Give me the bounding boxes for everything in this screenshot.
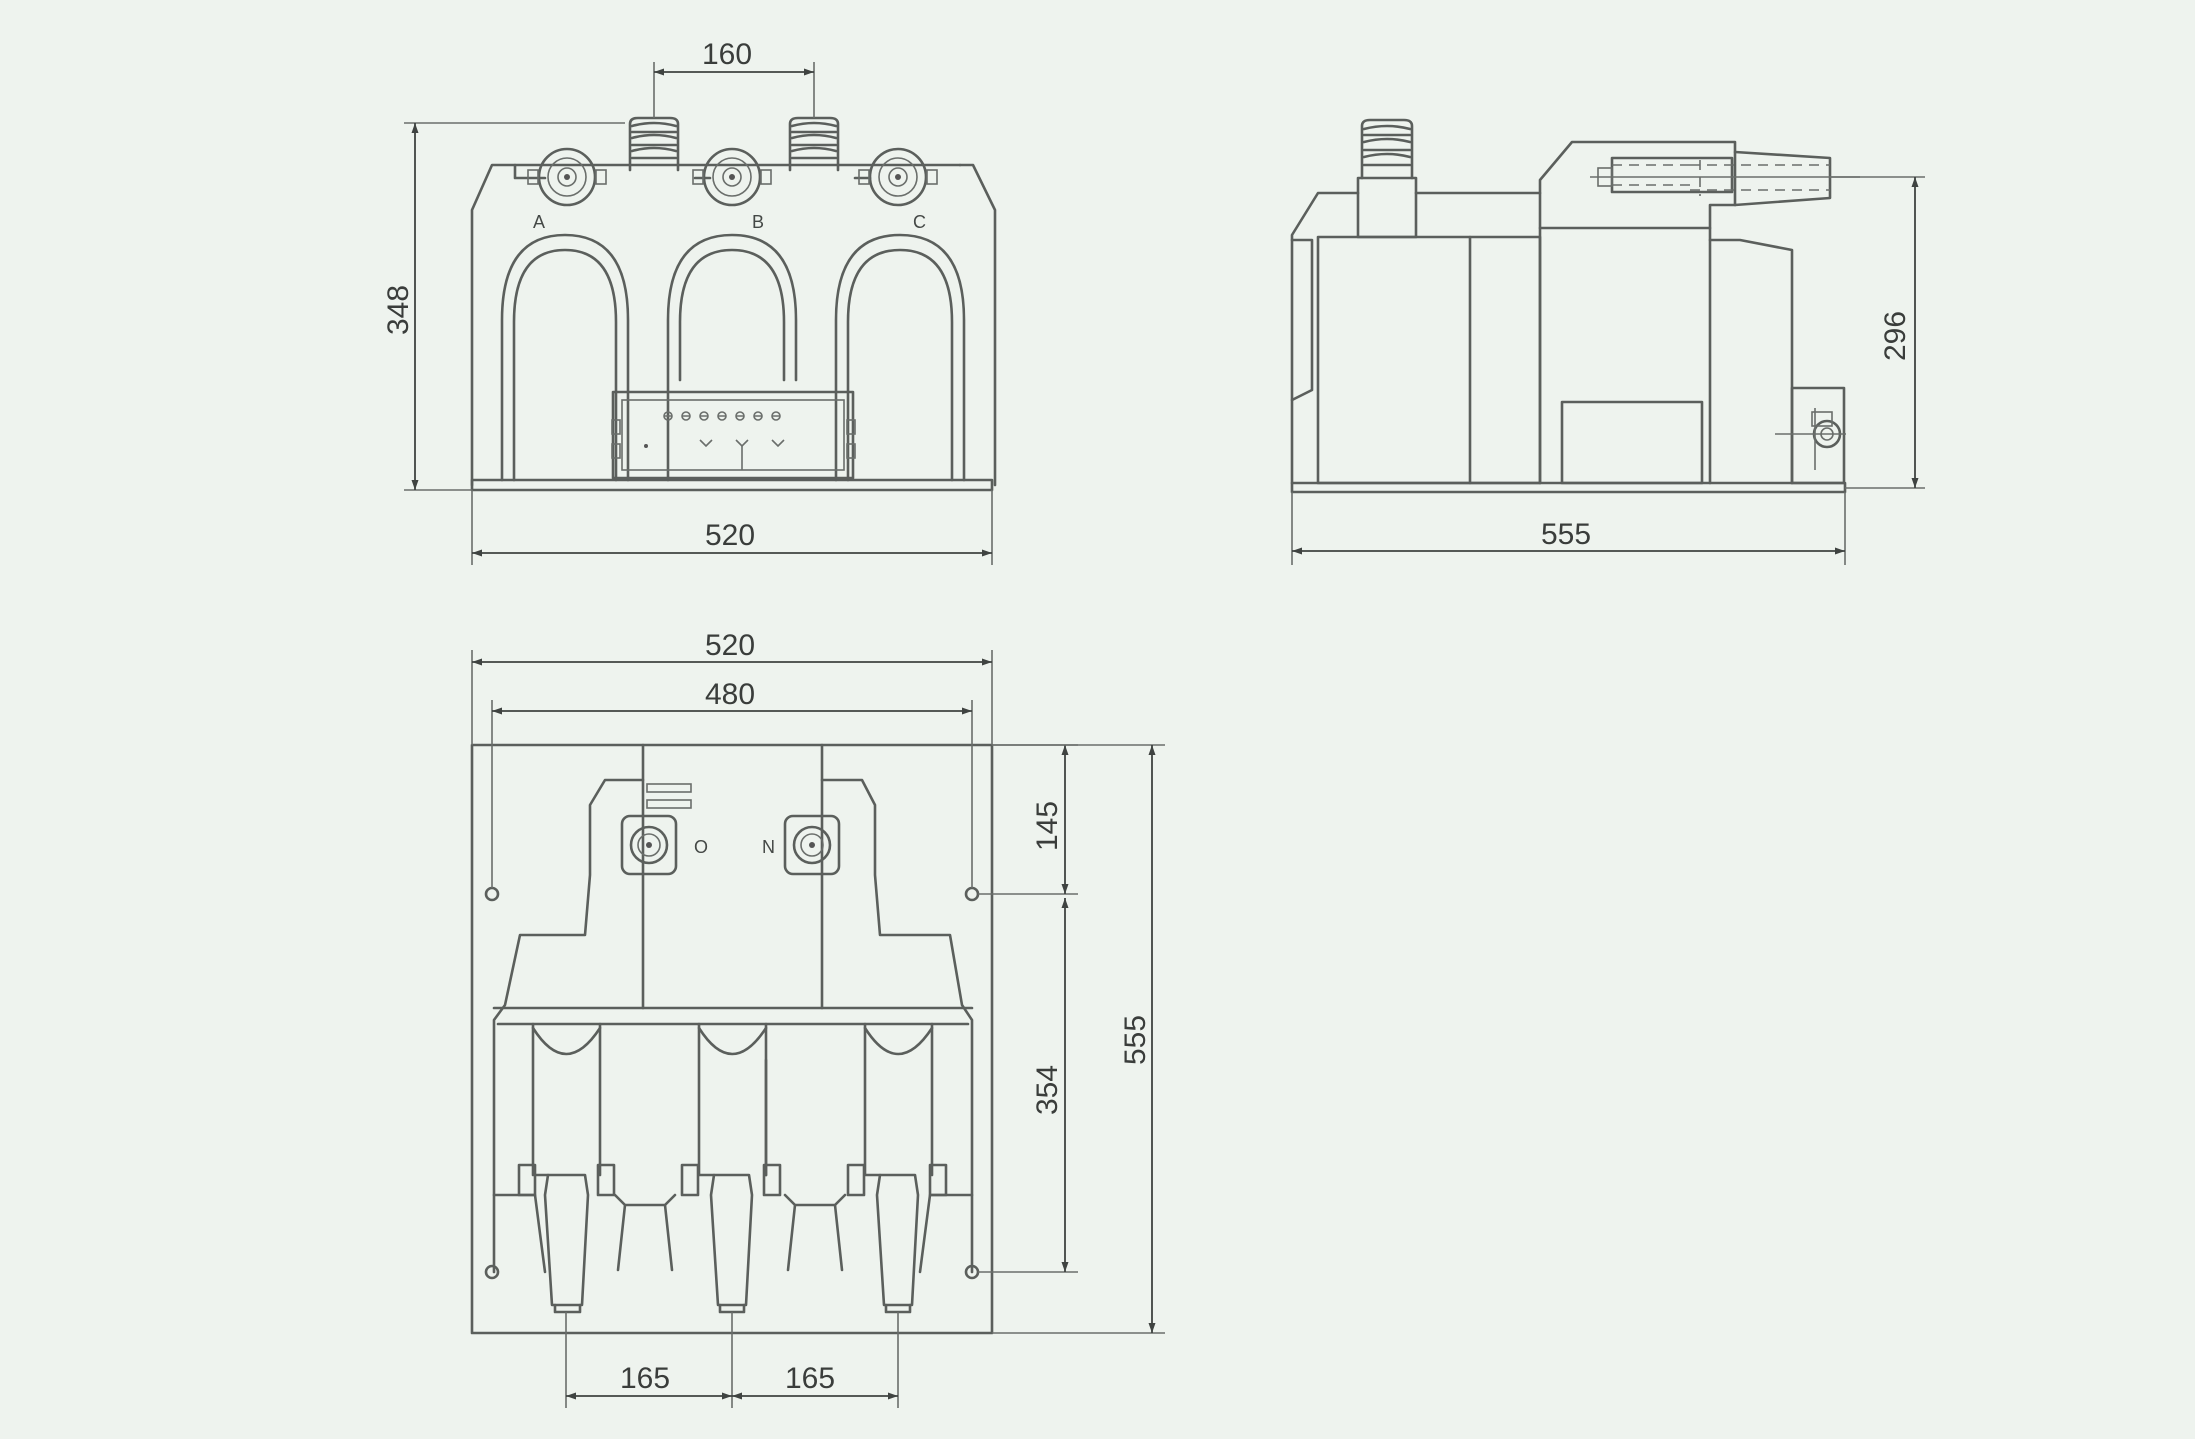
svg-text:165: 165 [620, 1362, 670, 1395]
front-bushings [628, 116, 840, 172]
dim-bushing-spacing: 160 [653, 38, 815, 118]
top-view: O N 520 480 145 35 [470, 629, 1165, 1408]
svg-text:520: 520 [705, 519, 755, 552]
dim-top-outer-width: 520 [471, 629, 993, 745]
mounting-holes [484, 886, 980, 1280]
side-horizontal-bushing [1590, 150, 1860, 207]
svg-text:160: 160 [702, 38, 752, 71]
phase-label-a: A [533, 212, 545, 232]
dim-top-lower: 354 [978, 898, 1078, 1273]
front-terminal-box [611, 390, 856, 480]
svg-text:555: 555 [1119, 1015, 1152, 1065]
front-view: A B C 160 348 520 [382, 38, 997, 565]
svg-text:348: 348 [382, 285, 415, 335]
dim-front-height: 348 [382, 122, 625, 491]
front-primary-terminals [527, 147, 938, 207]
terminal-label-n: N [762, 837, 775, 857]
svg-text:165: 165 [785, 1362, 835, 1395]
dim-side-height: 296 [1830, 176, 1925, 489]
dim-top-hole-spacing: 480 [491, 678, 973, 888]
phase-label-c: C [913, 212, 926, 232]
svg-text:354: 354 [1031, 1065, 1064, 1115]
side-view: 296 555 [1290, 118, 1925, 565]
dim-front-width: 520 [471, 490, 993, 565]
dim-top-depth: 555 [992, 744, 1165, 1334]
svg-text:520: 520 [705, 629, 755, 662]
dim-bottom-spacing: 165 165 [565, 1312, 899, 1408]
side-base [1290, 481, 1847, 494]
hv-columns [517, 1022, 948, 1314]
side-terminal [1775, 386, 1846, 485]
svg-text:555: 555 [1541, 518, 1591, 551]
svg-text:480: 480 [705, 678, 755, 711]
front-base [470, 478, 994, 492]
terminal-label-o: O [694, 837, 708, 857]
dim-side-depth: 555 [1291, 492, 1846, 565]
secondary-terminals: O N [620, 783, 841, 876]
svg-text:296: 296 [1879, 311, 1912, 361]
side-bushing [1360, 118, 1414, 180]
svg-text:145: 145 [1031, 801, 1064, 851]
front-arches [500, 233, 966, 482]
phase-label-b: B [752, 212, 764, 232]
